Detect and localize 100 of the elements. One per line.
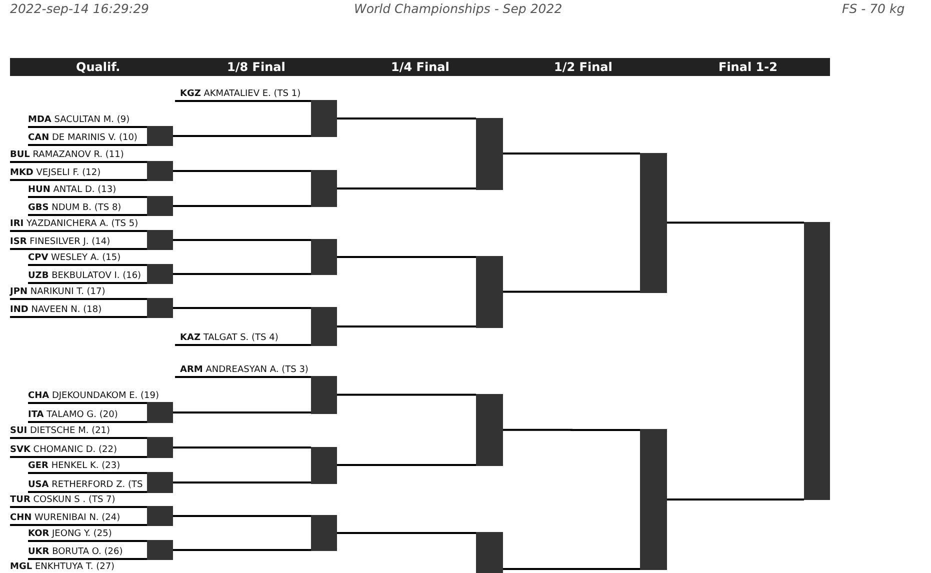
match-bar xyxy=(476,394,503,466)
athlete-name: IND NAVEEN N. (18) xyxy=(10,305,102,316)
bracket-line xyxy=(173,205,311,207)
bracket-line xyxy=(175,376,311,378)
athlete-name: JPN NARIKUNI T. (17) xyxy=(10,287,106,298)
bracket-line xyxy=(28,282,147,284)
athlete-name: CHN WURENIBAI N. (24) xyxy=(10,513,120,524)
match-bar xyxy=(147,472,173,493)
match-bar xyxy=(311,515,337,551)
bracket-line xyxy=(28,540,147,542)
match-bar xyxy=(311,446,337,484)
athlete-name: HUN ANTAL D. (13) xyxy=(28,185,116,196)
match-bar xyxy=(476,256,503,328)
bracket-line xyxy=(28,491,147,493)
match-bar xyxy=(476,532,503,573)
bracket-line xyxy=(337,532,476,534)
bracket-line xyxy=(10,298,147,300)
match-bar xyxy=(311,307,337,346)
bracket-line xyxy=(503,290,640,293)
athlete-name: UZB BEKBULATOV I. (16) xyxy=(28,271,142,282)
match-bar xyxy=(147,230,173,250)
athlete-name: BUL RAMAZANOV R. (11) xyxy=(10,150,124,161)
bracket-line xyxy=(173,482,311,484)
athlete-name: GBS NDUM B. (TS 8) xyxy=(28,203,122,214)
bracket-line xyxy=(175,100,311,102)
athlete-name: IRI YAZDANICHERA A. (TS 5) xyxy=(10,219,138,230)
bracket-line xyxy=(173,549,311,551)
athlete-name: SVK CHOMANIC D. (22) xyxy=(10,445,117,456)
bracket-line xyxy=(337,188,476,190)
bracket-line xyxy=(28,472,147,474)
match-bar xyxy=(147,161,173,181)
match-bar xyxy=(476,118,503,190)
bracket-line xyxy=(10,248,147,250)
date-time-text: 2022-sep-14 16:29:29 xyxy=(10,1,149,16)
match-bar xyxy=(311,376,337,414)
bracket-line xyxy=(10,506,147,508)
bracket-line xyxy=(173,170,311,172)
athlete-name: CPV WESLEY A. (15) xyxy=(28,253,121,264)
bracket-line xyxy=(503,152,640,154)
bracket-line xyxy=(667,222,804,224)
bracket-line xyxy=(10,316,147,318)
bracket-line xyxy=(173,515,311,517)
athlete-name: SUI DIETSCHE M. (21) xyxy=(10,426,110,437)
match-bar xyxy=(640,429,667,570)
athlete-name: CHA DJEKOUNDAKOM E. (19) xyxy=(28,391,159,402)
athlete-name: MKD VEJSELI F. (12) xyxy=(10,168,101,179)
bracket-line xyxy=(10,179,147,181)
column-header: 1/8 Final xyxy=(227,59,286,76)
bracket-line xyxy=(337,464,476,466)
bracket-line xyxy=(173,239,311,241)
title-text: World Championships - Sep 2022 xyxy=(354,1,562,16)
athlete-name: MDA SACULTAN M. (9) xyxy=(28,115,130,126)
match-bar xyxy=(804,222,830,500)
column-header: Final 1-2 xyxy=(718,59,778,76)
athlete-name: CAN DE MARINIS V. (10) xyxy=(28,133,138,144)
match-bar xyxy=(147,264,173,284)
bracket-line xyxy=(28,264,147,266)
bracket-line xyxy=(10,230,147,232)
match-bar xyxy=(311,170,337,207)
bracket-line xyxy=(28,144,147,146)
weight-class-text: FS - 70 kg xyxy=(842,1,905,16)
match-bar xyxy=(147,298,173,318)
match-bar xyxy=(311,239,337,275)
match-bar xyxy=(147,402,173,423)
bracket-line xyxy=(173,273,311,275)
bracket-line xyxy=(667,498,804,500)
match-bar xyxy=(147,540,173,560)
column-header: 1/4 Final xyxy=(391,59,450,76)
bracket-line xyxy=(10,437,147,439)
athlete-name: ARM ANDREASYAN A. (TS 3) xyxy=(175,365,308,376)
column-header: 1/2 Final xyxy=(554,59,612,76)
bracket-line xyxy=(337,326,476,328)
bracket-line xyxy=(28,402,147,404)
match-bar xyxy=(147,196,173,216)
bracket-line xyxy=(10,456,147,458)
bracket-line xyxy=(337,118,476,120)
header-band xyxy=(10,58,830,76)
bracket-line xyxy=(28,214,147,216)
athlete-name: GER HENKEL K. (23) xyxy=(28,461,120,472)
bracket-line xyxy=(28,558,147,560)
athlete-name: ITA TALAMO G. (20) xyxy=(28,410,118,421)
athlete-name: KAZ TALGAT S. (TS 4) xyxy=(175,333,278,344)
match-bar xyxy=(311,100,337,137)
bracket-line xyxy=(173,135,311,137)
bracket-line xyxy=(337,394,476,396)
bracket-line xyxy=(28,421,147,423)
match-bar xyxy=(147,506,173,526)
bracket-line xyxy=(10,161,147,163)
bracket-line xyxy=(173,412,311,414)
athlete-name: ISR FINESILVER J. (14) xyxy=(10,237,110,248)
athlete-name: USA RETHERFORD Z. (TS xyxy=(28,480,143,491)
bracket-line xyxy=(173,307,311,309)
athlete-name: KOR JEONG Y. (25) xyxy=(28,529,112,540)
bracket-line xyxy=(337,256,476,258)
bracket-line xyxy=(10,524,147,526)
athlete-name: TUR COSKUN S . (TS 7) xyxy=(10,495,116,506)
bracket-line xyxy=(28,196,147,198)
athlete-name: UKR BORUTA O. (26) xyxy=(28,547,123,558)
column-header: Qualif. xyxy=(76,59,120,76)
match-bar xyxy=(147,437,173,458)
